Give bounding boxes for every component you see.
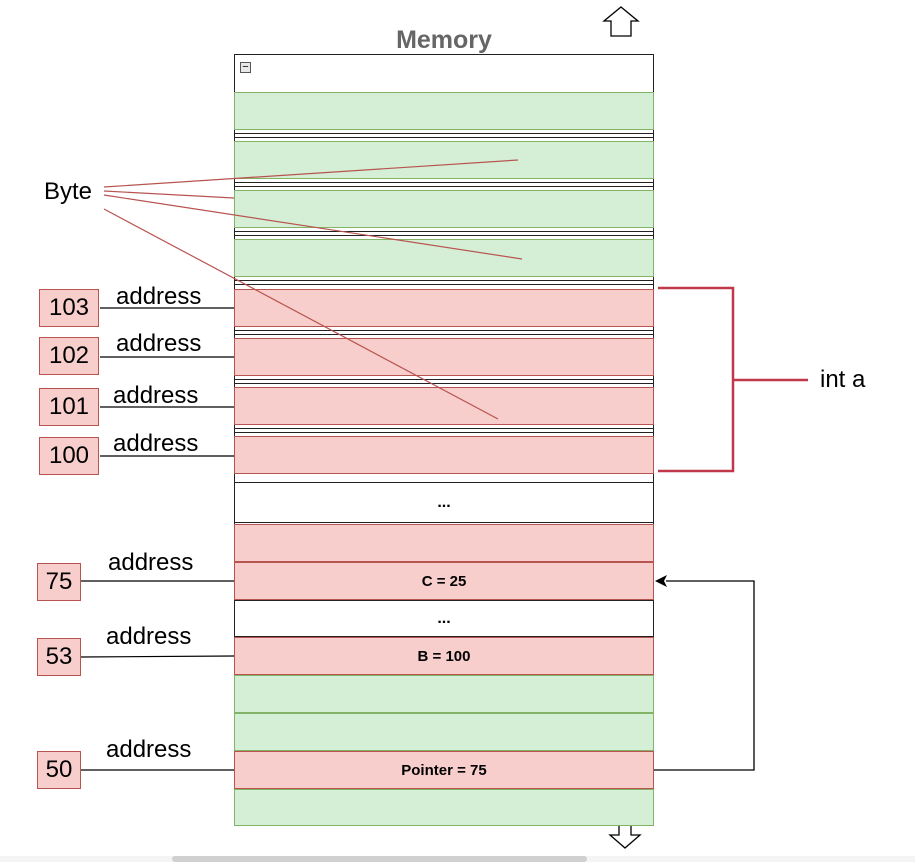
address-lines — [80, 307, 235, 771]
collapse-icon[interactable]: − — [240, 62, 251, 73]
address-box-103: 103 — [39, 289, 99, 327]
separator — [234, 428, 654, 433]
address-box-53: 53 — [37, 638, 81, 676]
address-box-102: 102 — [39, 337, 99, 375]
red-cell — [234, 524, 654, 562]
address-label: address — [108, 549, 194, 576]
int-bracket — [658, 286, 808, 473]
byte-cell — [234, 789, 654, 826]
address-label: address — [106, 736, 192, 763]
address-label: address — [113, 430, 199, 457]
byte-cell — [234, 141, 654, 179]
byte-label: Byte — [44, 178, 93, 205]
byte-cell — [234, 239, 654, 277]
separator — [234, 379, 654, 384]
separator — [234, 133, 654, 138]
address-box-101: 101 — [39, 388, 99, 426]
ellipsis-cell: ... — [234, 482, 654, 523]
horizontal-scrollbar-thumb[interactable] — [172, 856, 587, 862]
diagram-title: Memory — [396, 26, 492, 54]
byte-pointer-lines — [103, 159, 523, 420]
cell-pointer: Pointer = 75 — [234, 751, 654, 789]
separator — [234, 231, 654, 236]
address-label: address — [116, 330, 202, 357]
separator — [234, 330, 654, 335]
address-label: address — [106, 623, 192, 650]
separator — [234, 280, 654, 285]
address-label: address — [116, 283, 202, 310]
address-label: address — [113, 382, 199, 409]
byte-cell — [234, 190, 654, 228]
int-byte-103 — [234, 289, 654, 327]
pointer-arrow — [654, 575, 755, 771]
byte-cell — [234, 713, 654, 751]
address-box-50: 50 — [37, 751, 81, 789]
int-byte-100 — [234, 436, 654, 474]
separator — [234, 182, 654, 187]
int-a-label: int a — [820, 366, 866, 393]
int-byte-101 — [234, 387, 654, 425]
int-byte-102 — [234, 338, 654, 376]
ellipsis-cell: ... — [234, 600, 654, 637]
address-box-75: 75 — [37, 563, 81, 601]
byte-cell — [234, 675, 654, 713]
cell-b: B = 100 — [234, 637, 654, 675]
byte-cell — [234, 92, 654, 130]
cell-c: C = 25 — [234, 562, 654, 600]
address-box-100: 100 — [39, 437, 99, 475]
arrow-up-icon — [602, 6, 640, 37]
